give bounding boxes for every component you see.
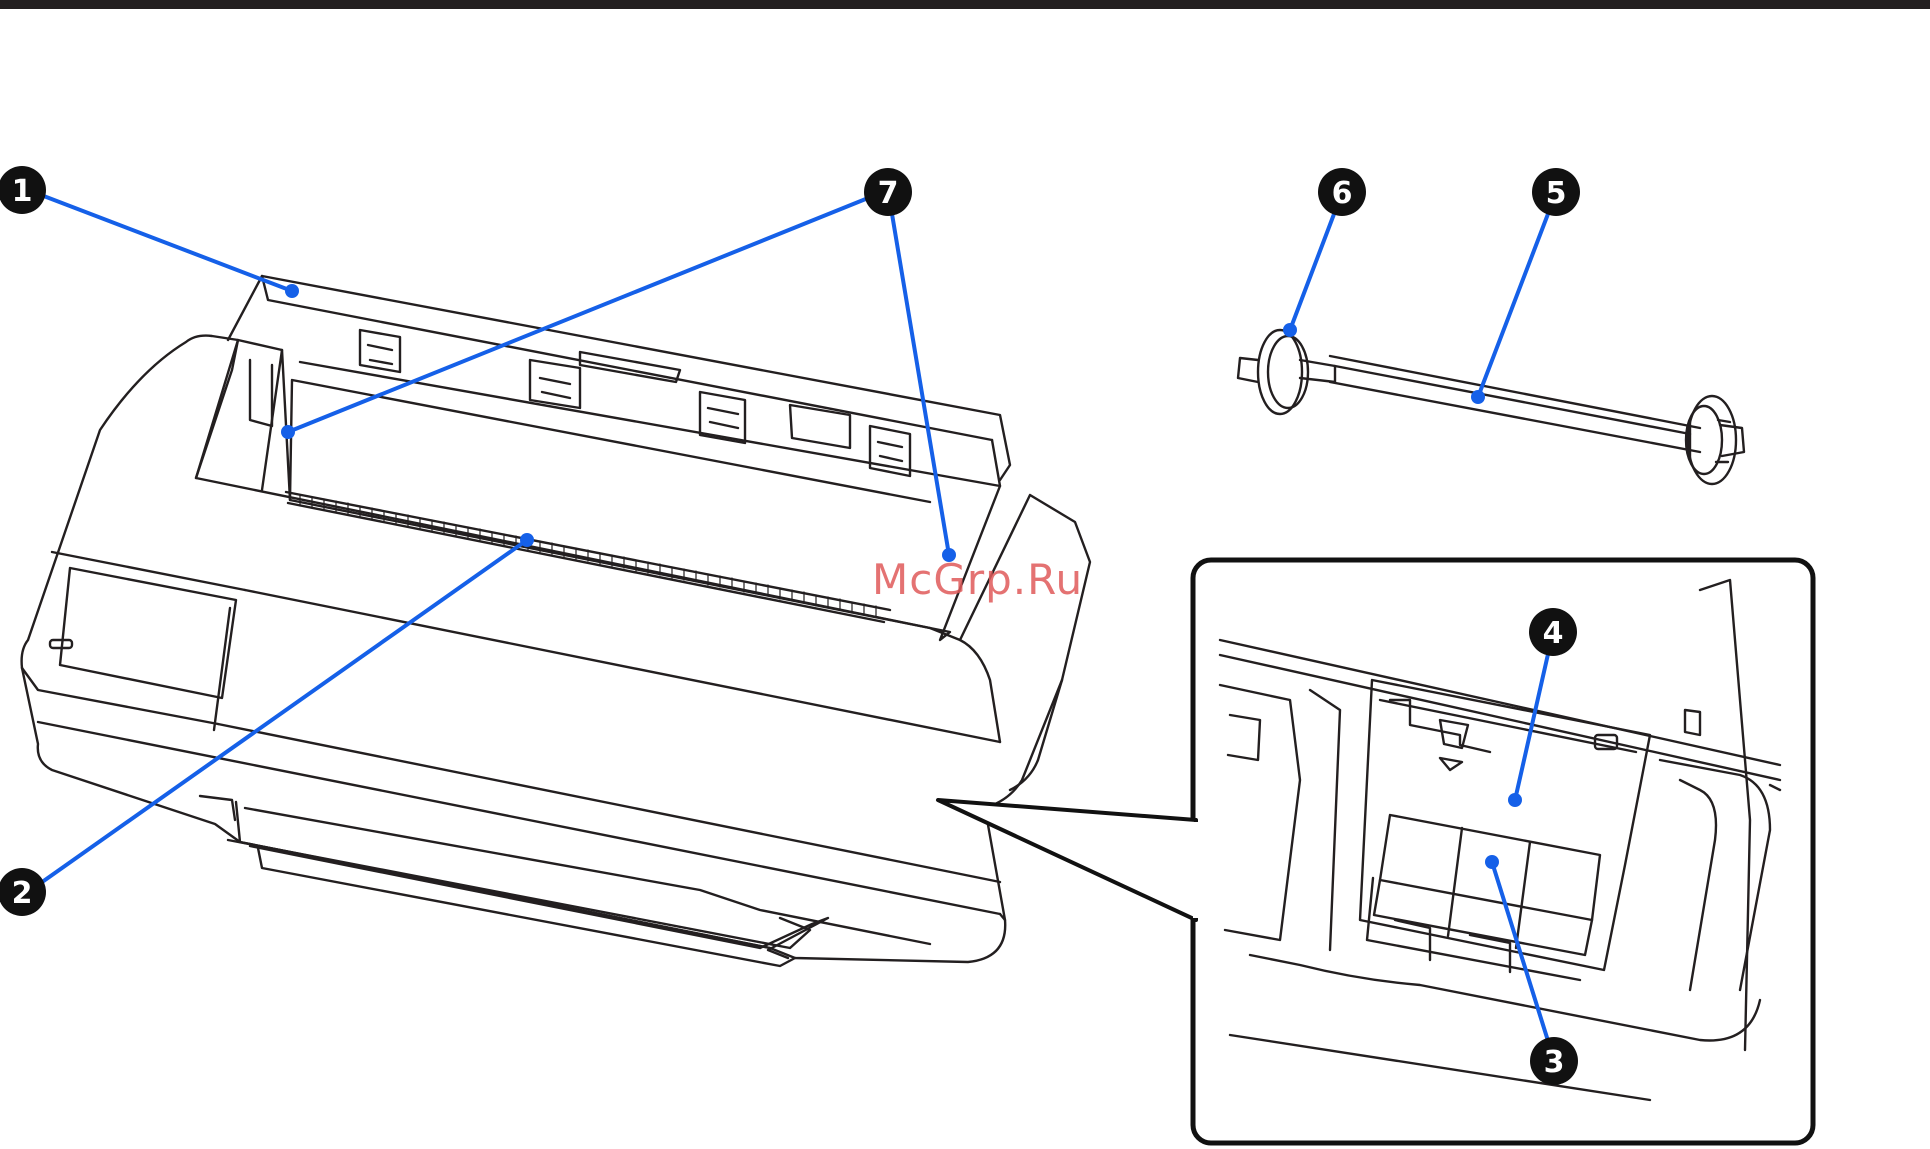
leader-dot-7a xyxy=(281,425,295,439)
callout-2: 2 xyxy=(0,868,46,916)
callout-2-label: 2 xyxy=(12,876,33,911)
leader-line-2 xyxy=(28,540,527,892)
callout-4: 4 xyxy=(1529,608,1577,656)
leader-dot-4 xyxy=(1508,793,1522,807)
callout-5: 5 xyxy=(1532,168,1580,216)
callout-6: 6 xyxy=(1318,168,1366,216)
leader-dot-6 xyxy=(1283,323,1297,337)
callout-7-label: 7 xyxy=(878,176,899,211)
callout-6-label: 6 xyxy=(1332,176,1353,211)
callout-3-label: 3 xyxy=(1544,1045,1565,1080)
leader-line-7a xyxy=(288,190,888,432)
leader-dot-1 xyxy=(285,284,299,298)
leader-line-1 xyxy=(28,190,292,291)
leader-dot-2 xyxy=(520,533,534,547)
leader-line-5 xyxy=(1478,193,1556,397)
leader-dot-3 xyxy=(1485,855,1499,869)
callout-1: 1 xyxy=(0,166,46,214)
callout-3: 3 xyxy=(1530,1037,1578,1085)
printer-illustration xyxy=(22,276,1090,966)
callout-1-label: 1 xyxy=(12,174,33,209)
spindle-illustration xyxy=(1238,330,1744,484)
callout-5-label: 5 xyxy=(1546,176,1567,211)
leader-dot-5 xyxy=(1471,390,1485,404)
callout-7: 7 xyxy=(864,168,912,216)
watermark-text: McGrp.Ru xyxy=(872,555,1083,604)
callout-4-label: 4 xyxy=(1543,616,1564,651)
